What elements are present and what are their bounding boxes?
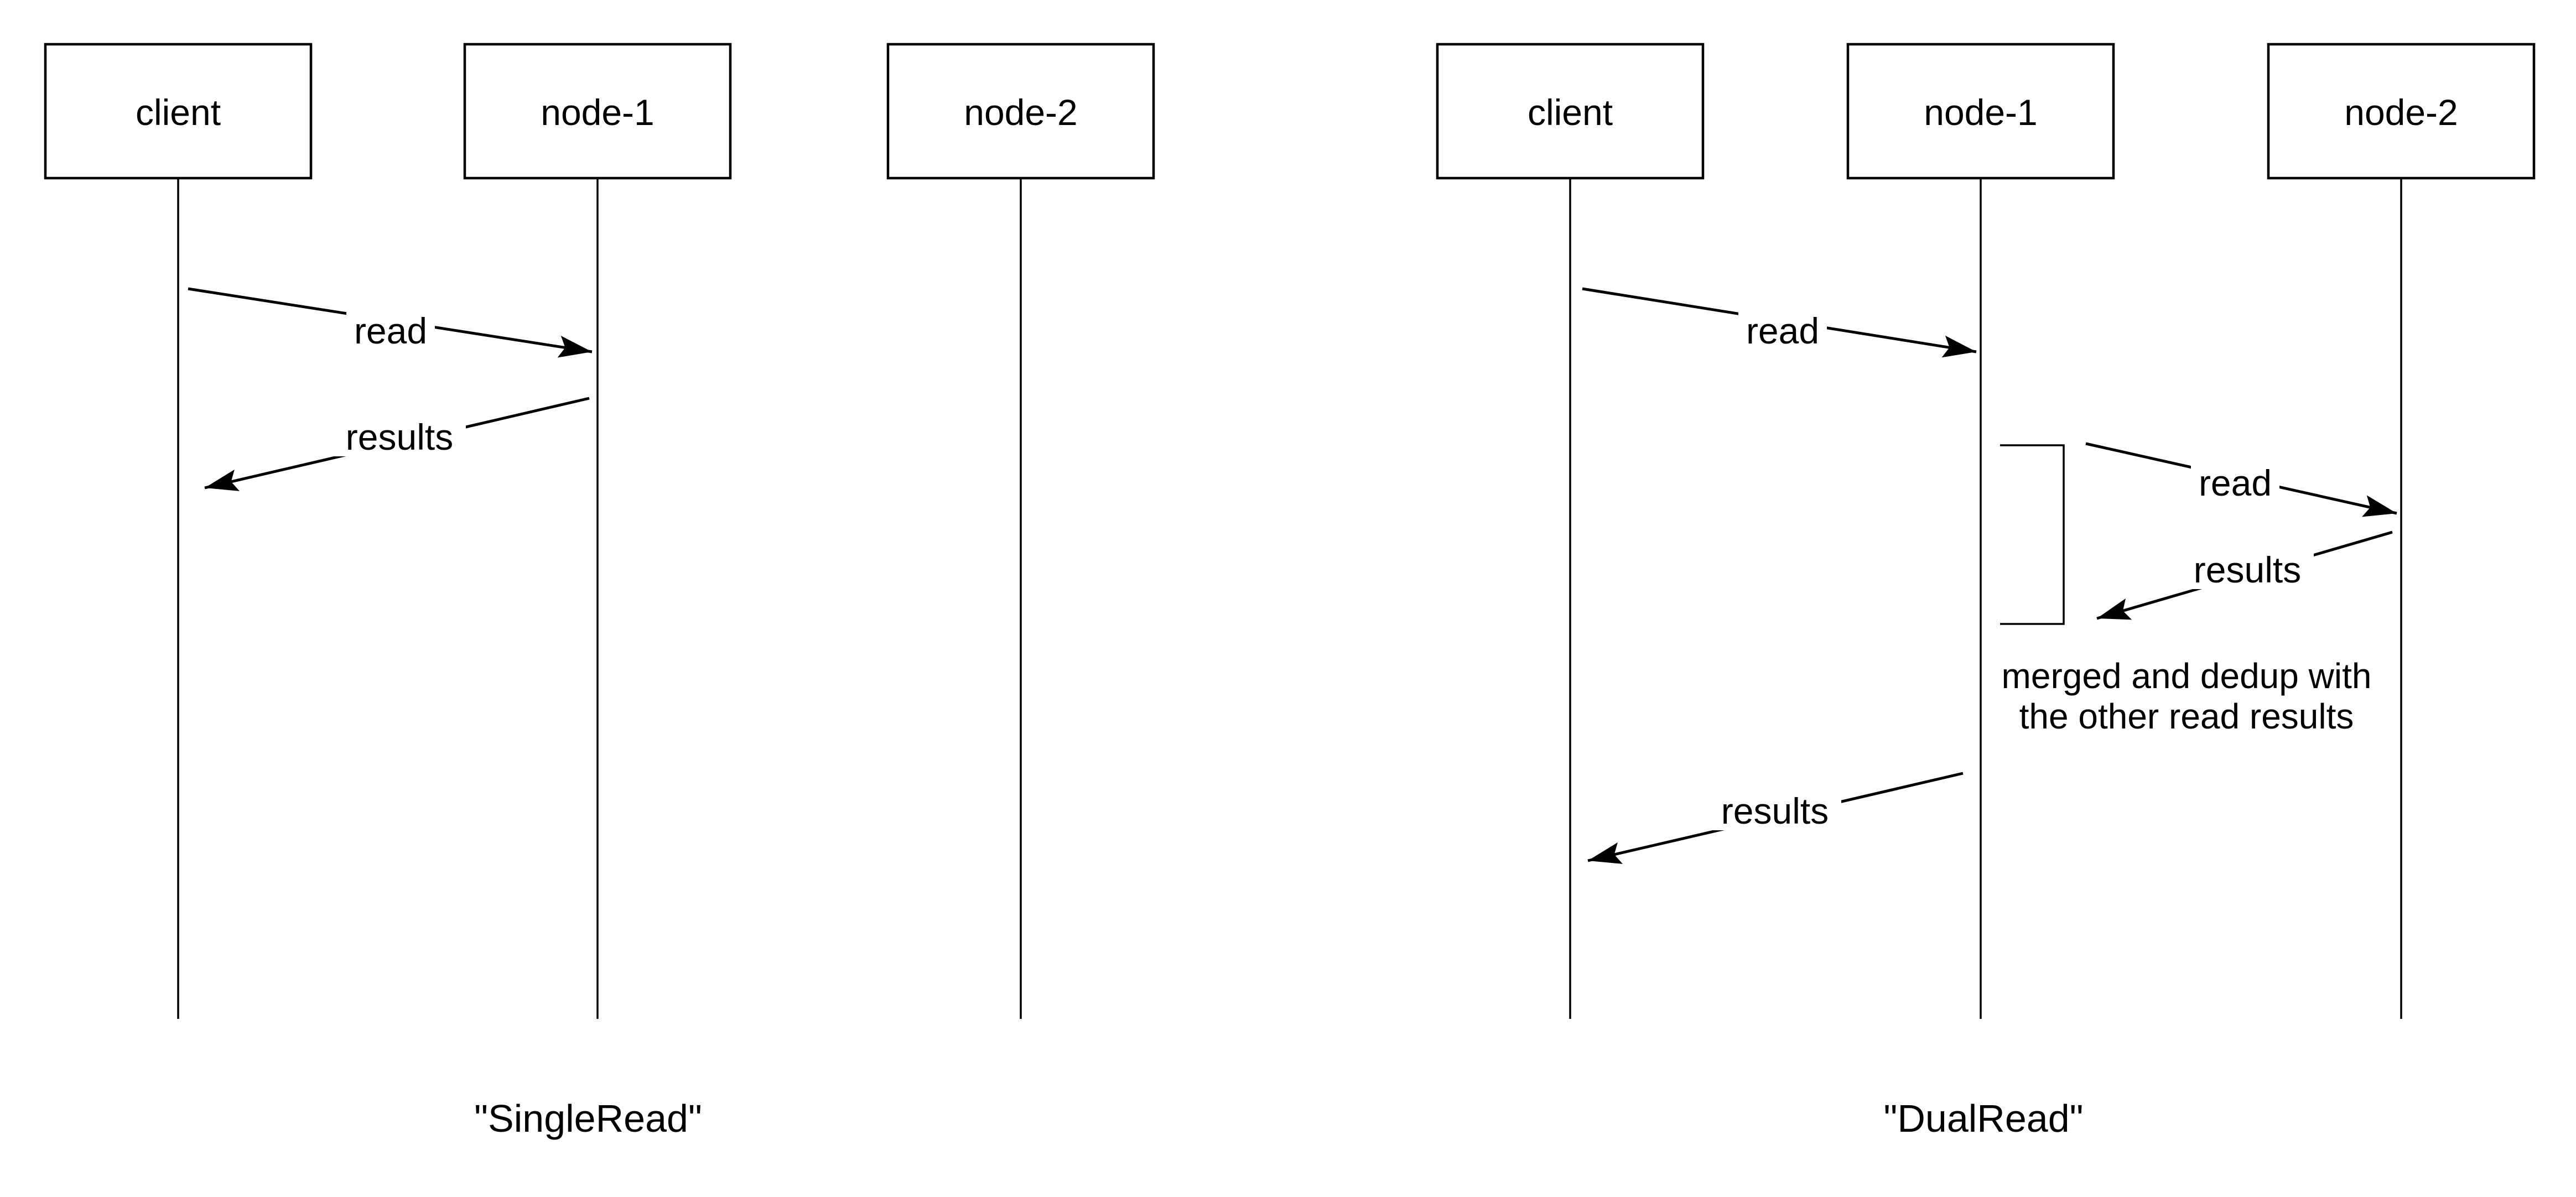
message-label-bg xyxy=(2191,464,2279,502)
actor-box-node-1 xyxy=(1846,43,2115,180)
actor-label-node-1: node-1 xyxy=(1924,92,2038,133)
actor-label-node-1: node-1 xyxy=(541,92,655,133)
message-label-read: read xyxy=(354,310,427,351)
note-line-1: merged and dedup with xyxy=(2002,656,2372,696)
message-label-bg xyxy=(2181,550,2314,589)
actor-box-node-1 xyxy=(463,43,732,180)
panel-single-read: client node-1 node-2 read results "Singl… xyxy=(44,43,1155,1140)
panel-caption-dual-read: "DualRead" xyxy=(1883,1097,2083,1140)
actor-box-node-2 xyxy=(2267,43,2536,180)
message-label-results: results xyxy=(2194,549,2301,590)
panel-caption-single-read: "SingleRead" xyxy=(474,1097,702,1140)
actor-label-client: client xyxy=(136,92,221,133)
message-label-bg xyxy=(333,418,466,456)
message-label-results: results xyxy=(346,417,453,457)
message-label-bg xyxy=(1738,311,1827,350)
actor-label-node-2: node-2 xyxy=(964,92,1078,133)
message-label-bg xyxy=(1708,792,1841,830)
actor-box-node-2 xyxy=(886,43,1155,180)
message-label-read: read xyxy=(1746,310,1819,351)
note-line-2: the other read results xyxy=(2019,696,2354,736)
message-label-results: results xyxy=(1721,790,1829,831)
message-label-bg xyxy=(346,311,435,350)
activation-bracket-node-1 xyxy=(2000,444,2065,625)
actor-label-client: client xyxy=(1528,92,1613,133)
actor-box-client xyxy=(44,43,313,180)
actor-label-node-2: node-2 xyxy=(2344,92,2458,133)
panel-dual-read: client node-1 node-2 read read results m… xyxy=(1436,43,2536,1140)
actor-box-client xyxy=(1436,43,1705,180)
message-label-read: read xyxy=(2199,462,2272,503)
